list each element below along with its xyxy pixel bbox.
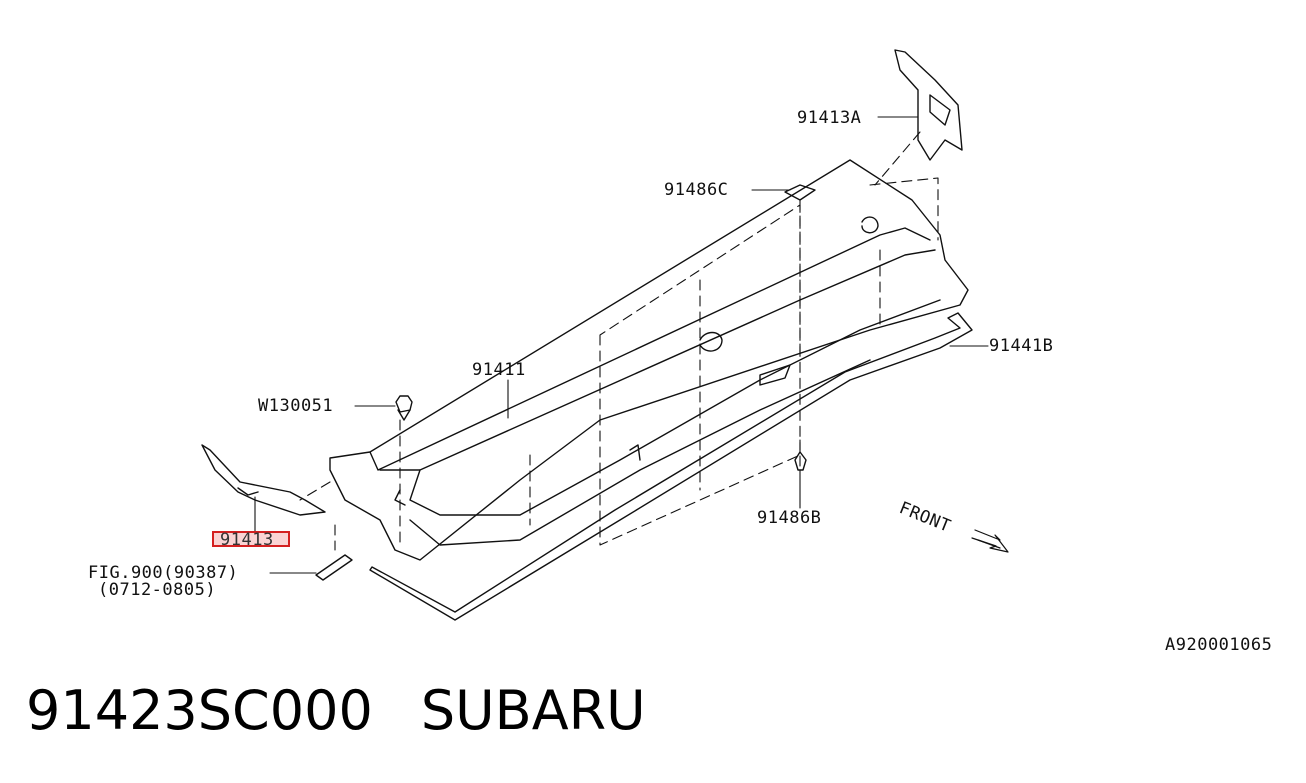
callout-w130051[interactable]: W130051	[258, 396, 334, 416]
highlighted-callout-box	[212, 531, 290, 547]
fig-range: (0712-0805)	[98, 580, 217, 600]
parts-diagram	[201, 49, 1009, 621]
callout-91486b[interactable]: 91486B	[757, 508, 822, 528]
dashed-outline-front	[599, 204, 801, 546]
fig-part-90387	[315, 554, 353, 581]
callout-91486c[interactable]: 91486C	[664, 180, 729, 200]
cowl-panel-91411	[329, 159, 969, 561]
clip-91486b	[794, 451, 807, 471]
callout-91413[interactable]: 91413	[220, 530, 274, 550]
leader-lines	[254, 116, 989, 574]
callout-91441b[interactable]: 91441B	[989, 336, 1054, 356]
fig-reference[interactable]: FIG.900(90387)	[88, 563, 239, 583]
callout-91413a[interactable]: 91413A	[797, 108, 862, 128]
part-number: 91423SC000	[26, 679, 373, 742]
clip-91486c	[784, 184, 816, 201]
clip-w130051	[395, 395, 413, 421]
brand-name: SUBARU	[420, 679, 646, 742]
side-cover-91413a	[894, 49, 963, 161]
seal-91441b	[369, 312, 973, 621]
dashed-outline-rear	[299, 131, 939, 551]
diagram-code: A920001065	[1165, 635, 1273, 655]
front-arrow-icon	[971, 529, 1009, 553]
callout-91411[interactable]: 91411	[472, 360, 526, 380]
side-cover-91413	[201, 444, 326, 516]
